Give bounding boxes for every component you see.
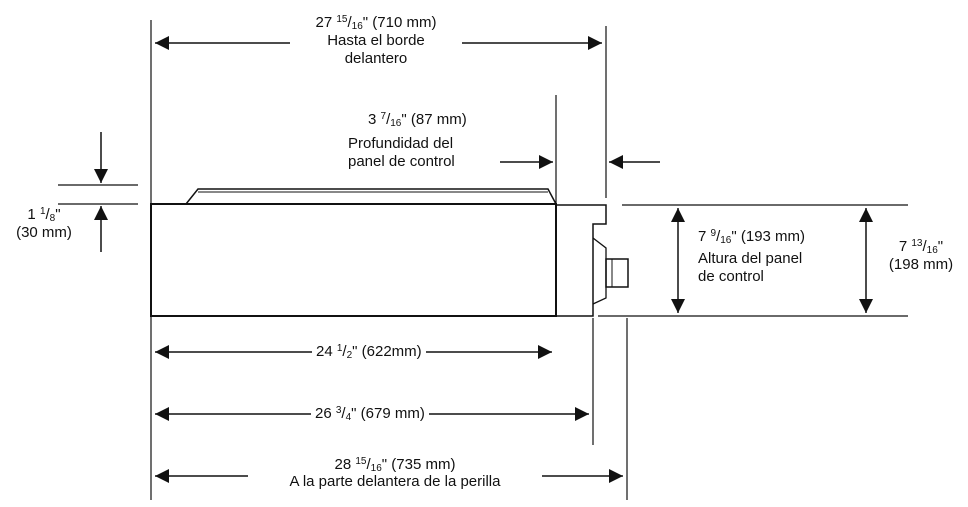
label-panel-height-caption2: de control	[698, 268, 764, 285]
label-panel-height: 7 9/16" (193 mm) Altura del panel de con…	[694, 228, 809, 286]
label-total-height-metric: (198 mm)	[888, 256, 954, 273]
appliance-outline	[150, 188, 629, 317]
label-panel-depth-caption2: panel de control	[348, 153, 455, 170]
label-panel-depth-caption1: Profundidad del	[348, 135, 454, 152]
label-panel-width: 26 3/4" (679 mm)	[311, 405, 429, 423]
label-panel-depth: 3 7/16" (87 mm) Profundidad del panel de…	[344, 111, 471, 171]
label-top-thickness-value: 1 1/8"	[27, 206, 61, 224]
control-panel	[556, 204, 607, 317]
label-knob-width: 28 15/16" (735 mm) A la parte delantera …	[248, 456, 542, 490]
label-top-thickness-metric: (30 mm)	[16, 224, 72, 241]
label-top-width: 27 15/16" (710 mm) Hasta el borde delant…	[290, 14, 462, 68]
label-knob-width-caption: A la parte delantera de la perilla	[289, 473, 501, 490]
knob	[605, 258, 629, 288]
label-body-width: 24 1/2" (622mm)	[312, 343, 426, 361]
cooktop-top	[185, 188, 557, 205]
knob-base	[592, 237, 607, 305]
label-top-width-caption1: Hasta el borde	[327, 32, 425, 49]
label-knob-width-value: 28 15/16" (735 mm)	[334, 456, 456, 474]
label-top-width-caption2: delantero	[344, 50, 408, 67]
label-total-height-value: 7 13/16"	[898, 238, 944, 256]
label-top-thickness: 1 1/8" (30 mm)	[0, 206, 88, 242]
label-panel-height-value: 7 9/16" (193 mm)	[698, 228, 806, 246]
label-total-height: 7 13/16" (198 mm)	[878, 238, 964, 274]
label-panel-height-caption1: Altura del panel	[698, 250, 803, 267]
label-panel-depth-value: 3 7/16" (87 mm)	[368, 111, 467, 129]
label-top-width-value: 27 15/16" (710 mm)	[315, 14, 437, 32]
appliance-body	[150, 203, 557, 317]
